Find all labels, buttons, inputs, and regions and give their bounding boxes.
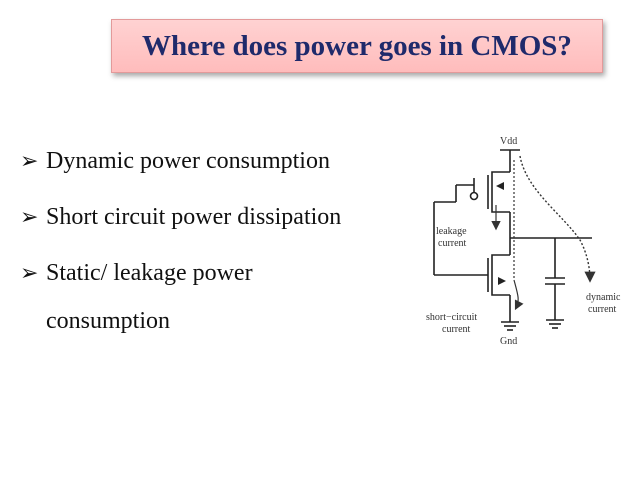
dynamic-current-path xyxy=(519,155,596,283)
bullet-text: Static/ leakage power xyxy=(46,260,253,286)
leakage-label: current xyxy=(438,238,467,249)
bullet-text: Dynamic power consumption xyxy=(46,148,330,174)
bullet-item: ➢ Static/ leakage power consumption xyxy=(20,258,400,336)
bullet-list: ➢ Dynamic power consumption ➢ Short circ… xyxy=(20,146,400,362)
vdd-label: Vdd xyxy=(500,136,517,147)
arrow-bullet-icon: ➢ xyxy=(20,204,39,229)
dynamic-label: dynamic xyxy=(586,292,621,303)
cmos-inverter-diagram: Vdd Gnd leakage current short−circuit cu… xyxy=(426,136,621,347)
arrow-bullet-icon: ➢ xyxy=(20,148,39,173)
pmos-channel xyxy=(491,171,510,213)
arrow-bullet-icon: ➢ xyxy=(20,260,39,285)
bullet-text: Short circuit power dissipation xyxy=(46,204,342,230)
title-box: Where does power goes in CMOS? xyxy=(111,19,603,73)
leakage-label: leakage xyxy=(436,226,467,237)
pmos-bubble xyxy=(469,191,479,201)
slide-title: Where does power goes in CMOS? xyxy=(142,29,572,62)
bullet-item: ➢ Dynamic power consumption xyxy=(20,146,400,176)
gnd-label: Gnd xyxy=(500,336,517,347)
nmos-channel xyxy=(491,254,510,296)
short-circuit-label: current xyxy=(442,324,471,335)
short-circuit-label: short−circuit xyxy=(426,312,477,323)
bullet-item: ➢ Short circuit power dissipation xyxy=(20,202,400,232)
dynamic-label: current xyxy=(588,304,617,315)
bullet-continuation: consumption xyxy=(46,308,170,334)
